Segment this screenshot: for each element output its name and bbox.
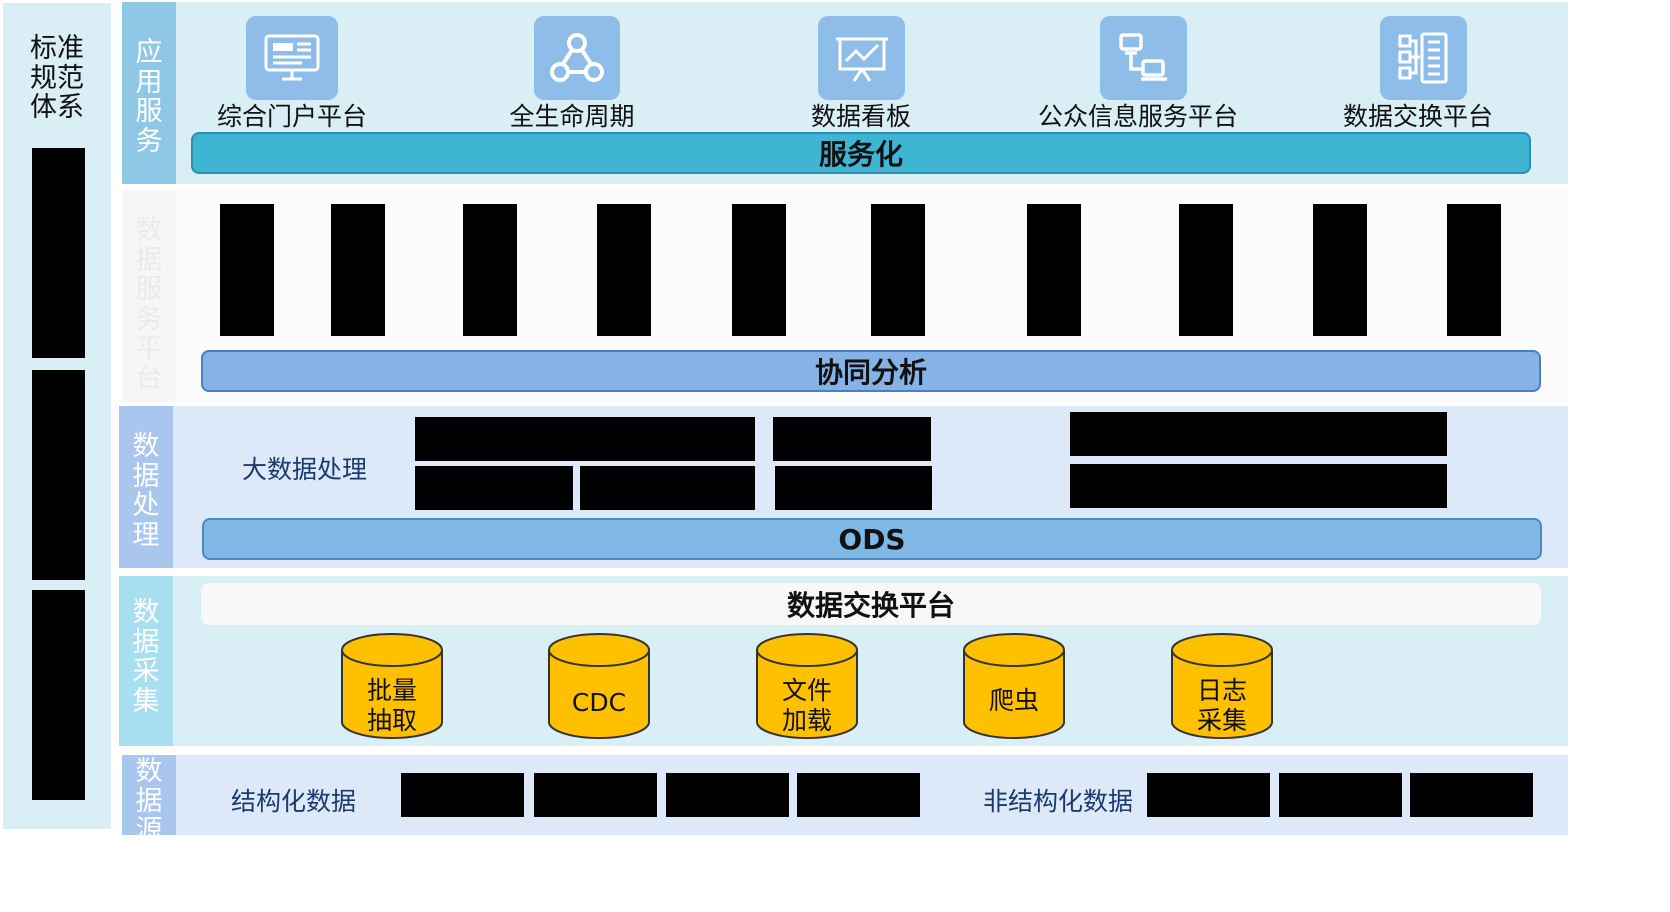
layer-label-char: 数	[135, 756, 163, 787]
layer-label-char: 据	[135, 244, 163, 276]
redacted-block	[871, 204, 925, 336]
redacted-block	[1313, 204, 1367, 336]
redacted-block	[32, 590, 85, 800]
layer-label-char: 务	[135, 126, 163, 158]
redacted-block	[773, 417, 931, 461]
app-label: 全生命周期	[509, 102, 635, 131]
data-processing-layer-label: 数 据 处 理	[119, 406, 173, 568]
redacted-block	[401, 773, 524, 817]
standards-title-line: 规范	[30, 62, 84, 94]
data-service-layer-label: 数 据 服 务 平 台	[122, 190, 176, 402]
presentation-chart-icon[interactable]	[818, 16, 905, 100]
layer-label-char: 处	[132, 490, 160, 522]
coop-analysis-bar: 协同分析	[201, 350, 1541, 392]
exchange-servers-icon[interactable]	[1380, 16, 1467, 100]
redacted-block	[331, 204, 385, 336]
cylinder-label: 爬虫	[962, 686, 1066, 716]
app-label: 数据看板	[810, 102, 911, 131]
cylinder-label-line: 抽取	[366, 706, 417, 735]
redacted-block	[32, 148, 85, 358]
monitor-dashboard-icon[interactable]	[246, 16, 338, 100]
cylinder-label: 日志 采集	[1170, 676, 1274, 736]
network-nodes-icon[interactable]	[534, 16, 620, 100]
app-label: 综合门户平台	[216, 102, 367, 131]
layer-label-char: 用	[135, 66, 163, 98]
cylinder-label: 批量 抽取	[340, 676, 444, 736]
log-collection-cylinder: 日志 采集	[1170, 632, 1274, 742]
ods-bar: ODS	[202, 518, 1542, 560]
data-source-layer-label: 数 据 源	[122, 755, 176, 835]
layer-label-char: 务	[135, 304, 163, 336]
layer-label-char: 源	[135, 815, 163, 835]
redacted-block	[415, 466, 573, 510]
layer-label-char: 据	[132, 626, 160, 658]
layer-label-char: 据	[135, 785, 163, 817]
layer-label-char: 数	[135, 215, 163, 246]
standards-title-line: 体系	[30, 92, 84, 124]
batch-extract-cylinder: 批量 抽取	[340, 632, 444, 742]
crawler-cylinder: 爬虫	[962, 632, 1066, 742]
redacted-block	[797, 773, 920, 817]
structured-data-label: 结构化数据	[231, 787, 357, 816]
layer-label-char: 数	[132, 597, 160, 628]
cylinder-label-line: 采集	[1196, 706, 1247, 735]
standards-title-line: 标准	[30, 33, 84, 64]
redacted-block	[32, 370, 85, 580]
layer-label-char: 平	[135, 333, 163, 365]
app-label: 数据交换平台	[1342, 102, 1493, 131]
redacted-block	[775, 466, 932, 510]
redacted-block	[1447, 204, 1501, 336]
cylinder-label: 文件 加载	[755, 676, 859, 736]
redacted-block	[597, 204, 651, 336]
redacted-block	[666, 773, 789, 817]
app-service-layer-label: 应 用 服 务	[122, 2, 176, 184]
redacted-block	[415, 417, 755, 461]
layer-label-char: 集	[132, 686, 160, 718]
layer-label-char: 台	[135, 363, 163, 395]
redacted-block	[1410, 773, 1533, 817]
data-exchange-platform-bar: 数据交换平台	[201, 583, 1541, 625]
layer-label-char: 据	[132, 460, 160, 492]
layer-label-char: 服	[135, 274, 163, 306]
big-data-processing-label: 大数据处理	[242, 455, 368, 484]
unstructured-data-label: 非结构化数据	[983, 787, 1134, 816]
cylinder-label-line: 批量	[366, 676, 417, 705]
file-load-cylinder: 文件 加载	[755, 632, 859, 742]
redacted-block	[1147, 773, 1270, 817]
cylinder-label-line: CDC	[571, 688, 627, 717]
redacted-block	[580, 466, 755, 510]
cylinder-label-line: 日志	[1196, 676, 1247, 705]
redacted-block	[1070, 464, 1447, 508]
connected-devices-icon[interactable]	[1100, 16, 1187, 100]
redacted-block	[1179, 204, 1233, 336]
redacted-block	[1279, 773, 1402, 817]
service-bar: 服务化	[191, 132, 1531, 174]
cylinder-label-line: 加载	[781, 706, 832, 735]
layer-label-char: 采	[132, 656, 160, 688]
redacted-block	[1027, 204, 1081, 336]
layer-label-char: 服	[135, 96, 163, 128]
redacted-block	[463, 204, 517, 336]
layer-label-char: 应	[135, 37, 163, 68]
redacted-block	[534, 773, 657, 817]
data-collection-layer-label: 数 据 采 集	[119, 576, 173, 746]
cylinder-label-line: 爬虫	[988, 686, 1039, 715]
cylinder-label-line: 文件	[781, 676, 832, 705]
redacted-block	[220, 204, 274, 336]
layer-label-char: 理	[132, 520, 160, 552]
redacted-block	[732, 204, 786, 336]
redacted-block	[1070, 412, 1447, 456]
layer-label-char: 数	[132, 431, 160, 462]
cylinder-label: CDC	[547, 688, 651, 718]
standards-title: 标准 规范 体系	[3, 34, 111, 123]
app-label: 公众信息服务平台	[1038, 102, 1239, 131]
cdc-cylinder: CDC	[547, 632, 651, 742]
